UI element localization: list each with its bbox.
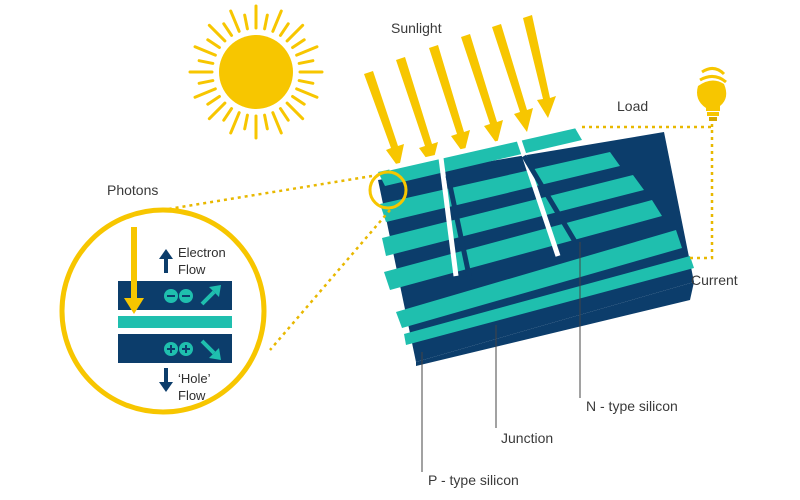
electron-flow-label-line2: Flow [178, 262, 206, 277]
zoom-lines [149, 174, 391, 351]
cell-detail [59, 207, 267, 415]
sun-ray [243, 13, 249, 31]
sun-ray [207, 101, 227, 121]
sun-ray [206, 38, 221, 50]
leader-lines [421, 242, 581, 472]
sunlight-arrow [492, 24, 533, 132]
sun-ray [222, 22, 234, 37]
sun-ray [197, 79, 215, 85]
sun-ray [193, 45, 217, 57]
electron-flow-label-line1: Electron [178, 245, 226, 260]
electron-symbol [164, 289, 193, 303]
solar-panel [378, 119, 694, 366]
sun-ray [295, 45, 319, 57]
sun-ray [222, 107, 234, 122]
sun-ray [285, 23, 305, 43]
hole-flow-arrow [159, 368, 173, 392]
sun-ray [243, 113, 249, 131]
current-label: Current [691, 272, 738, 288]
sun-ray [271, 9, 283, 33]
sun-icon [188, 4, 324, 140]
panel-row [378, 128, 582, 186]
sun-ray [278, 22, 290, 37]
sun-ray [278, 107, 290, 122]
sun-ray [297, 59, 315, 65]
junction-layer [118, 316, 232, 328]
sun-ray [229, 111, 241, 135]
sunlight-label: Sunlight [391, 20, 442, 36]
panel-row [380, 152, 620, 222]
sun-ray [263, 113, 269, 131]
p-type-layer [416, 282, 694, 366]
hole-symbol [164, 342, 193, 356]
sun-ray [285, 101, 305, 121]
load-label: Load [617, 98, 649, 114]
sun-ray [193, 87, 217, 99]
sun-ray [291, 38, 306, 50]
photons-label: Photons [107, 182, 159, 198]
sunlight-arrow [461, 34, 503, 144]
zoom-highlight [368, 170, 408, 210]
light-bulb-icon [697, 67, 727, 121]
photon-arrow [124, 227, 144, 314]
sun-ray [297, 79, 315, 85]
sun-ray [229, 9, 241, 33]
hole-flow-label-line2: Flow [178, 388, 206, 403]
sun-ray [263, 13, 269, 31]
sun-ray [206, 94, 221, 106]
hole-flow-label-line1: ‘Hole’ [178, 371, 211, 386]
panel-row [382, 175, 644, 256]
sun-ray [197, 59, 215, 65]
sunlight-arrow [396, 57, 438, 166]
sun-ray [291, 94, 306, 106]
p-type-label: P - type silicon [428, 472, 519, 488]
sun-ray [207, 23, 227, 43]
sun-ray [295, 87, 319, 99]
junction-label: Junction [501, 430, 554, 446]
n-type-label: N - type silicon [586, 398, 678, 414]
hole-diagonal-arrow [200, 339, 221, 360]
panel-row [396, 230, 682, 328]
electron-diagonal-arrow [200, 285, 221, 306]
junction-strip [404, 256, 694, 345]
sunlight-arrow [523, 15, 556, 118]
sun-ray [271, 111, 283, 135]
sunlight-arrows [364, 15, 556, 168]
electron-flow-arrow [159, 249, 173, 273]
sunlight-arrow [364, 71, 404, 168]
sunlight-arrow [429, 45, 470, 154]
